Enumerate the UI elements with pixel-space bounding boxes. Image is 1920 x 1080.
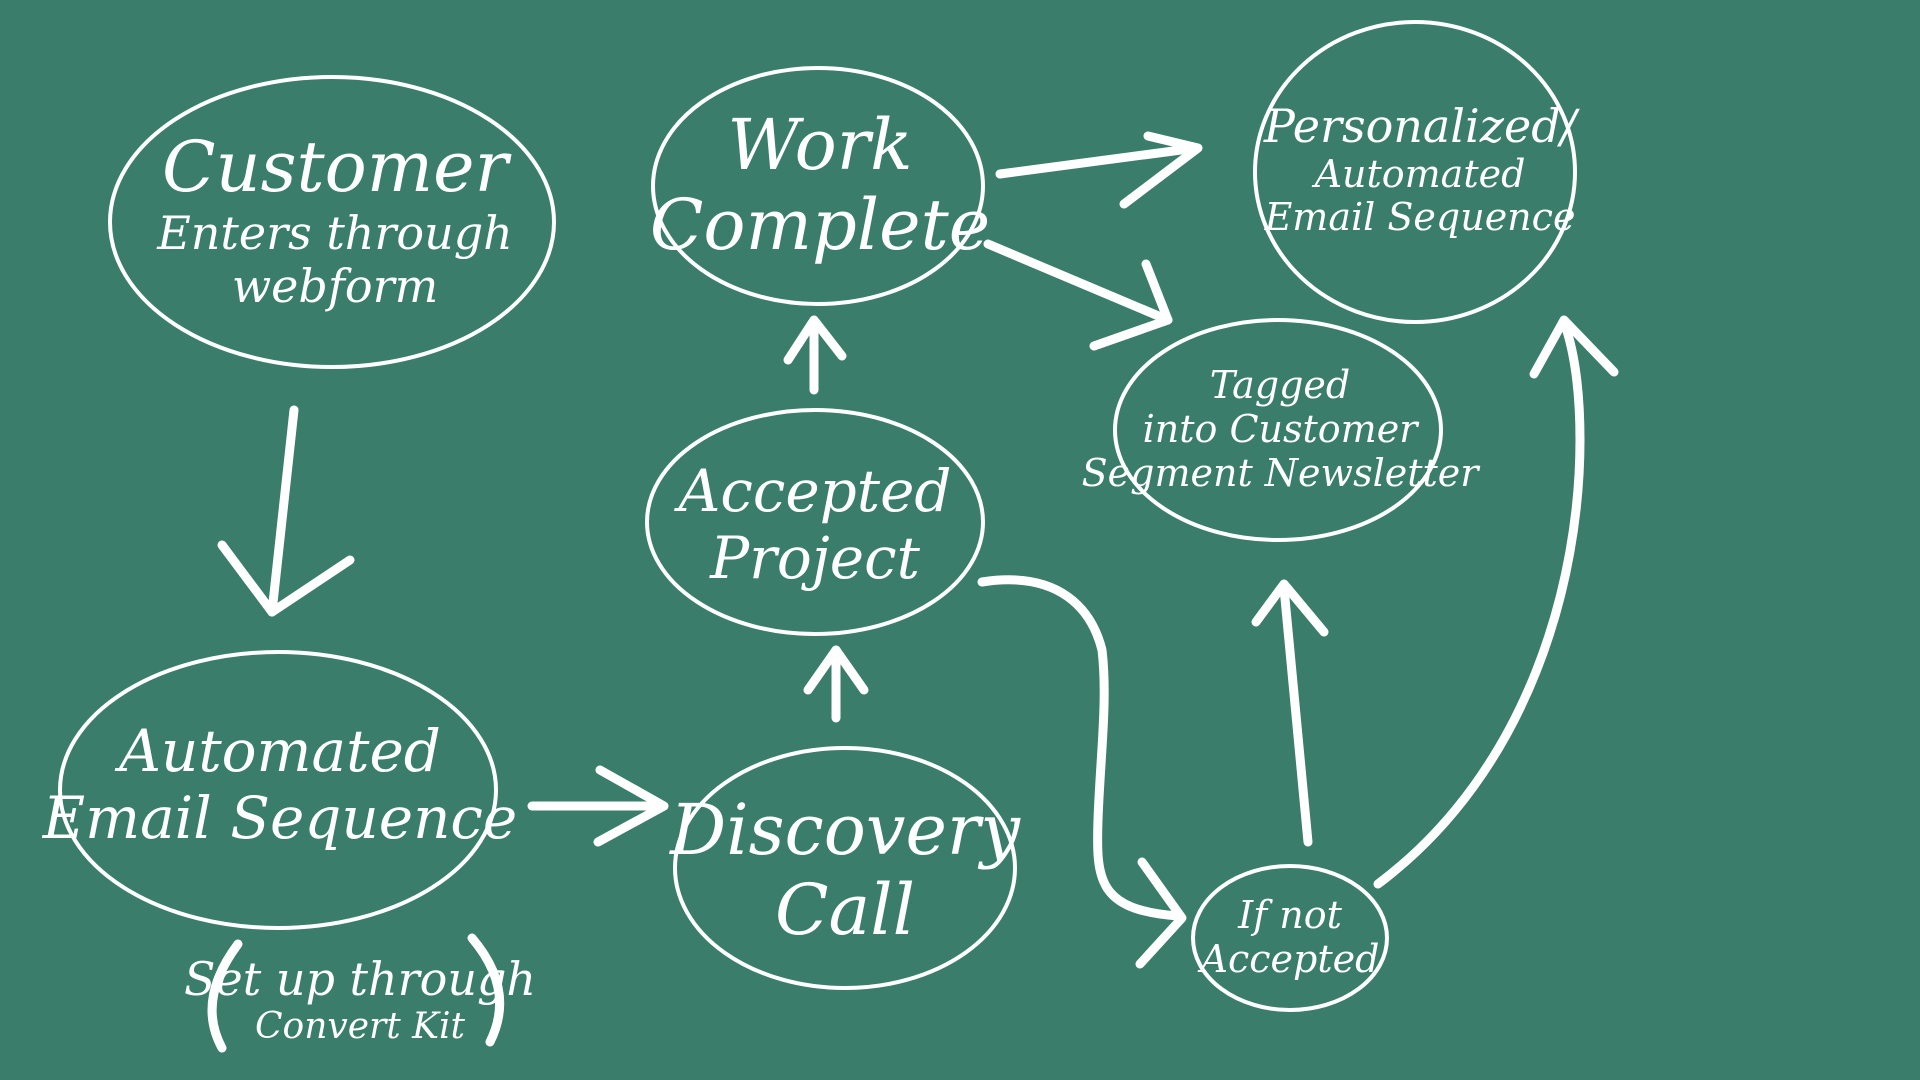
setup-note: Set up through Convert Kit bbox=[184, 945, 536, 1055]
node-personalized-email: Personalized/ Automated Email Sequence bbox=[1264, 75, 1576, 265]
arrow-if-not-to-tagged bbox=[1251, 579, 1329, 847]
personalized-email-line2: Automated bbox=[1314, 151, 1526, 196]
arrow-customer-to-automated-email bbox=[217, 405, 355, 617]
node-accepted-project: Accepted Project bbox=[678, 450, 952, 600]
node-if-not-accepted: If not Accepted bbox=[1201, 885, 1380, 990]
arrow-if-not-to-personalized bbox=[1373, 315, 1619, 889]
customer-enters-line1: Customer bbox=[161, 125, 509, 208]
personalized-email-line1: Personalized/ bbox=[1263, 98, 1577, 153]
node-automated-email-outline bbox=[58, 650, 498, 930]
if-not-accepted-line2: Accepted bbox=[1200, 936, 1380, 981]
tagged-newsletter-line2: into Customer bbox=[1142, 407, 1418, 452]
automated-email-line2: Email Sequence bbox=[42, 784, 518, 852]
node-customer-enters: Customer Enters through webform bbox=[150, 120, 520, 320]
customer-enters-line2: Enters through bbox=[157, 206, 513, 261]
accepted-project-line1: Accepted bbox=[678, 457, 952, 526]
work-complete-line1: Work bbox=[727, 103, 913, 186]
node-if-not-accepted-outline bbox=[1191, 864, 1389, 1012]
setup-note-line2: Convert Kit bbox=[254, 1005, 466, 1047]
node-customer-enters-outline bbox=[108, 75, 556, 369]
setup-note-line1: Set up through bbox=[183, 951, 537, 1006]
node-automated-email: Automated Email Sequence bbox=[43, 700, 517, 870]
node-discovery-call-outline bbox=[673, 746, 1017, 990]
if-not-accepted-line1: If not bbox=[1238, 892, 1342, 937]
discovery-call-line2: Call bbox=[774, 869, 916, 951]
tagged-newsletter-line1: Tagged bbox=[1209, 363, 1351, 408]
node-work-complete-outline bbox=[651, 66, 985, 306]
arrow-work-complete-to-tagged bbox=[983, 239, 1173, 351]
arrow-accepted-to-if-not-accepted bbox=[977, 575, 1187, 969]
accepted-project-line2: Project bbox=[710, 524, 920, 592]
node-personalized-email-outline bbox=[1253, 20, 1577, 324]
discovery-call-line1: Discovery bbox=[670, 788, 1020, 871]
node-work-complete: Work Complete bbox=[650, 95, 990, 275]
setup-note-right-paren bbox=[467, 933, 505, 1047]
work-complete-line2: Complete bbox=[649, 184, 991, 266]
node-tagged-newsletter: Tagged into Customer Segment Newsletter bbox=[1082, 355, 1479, 505]
arrow-work-complete-to-personalized bbox=[995, 131, 1203, 209]
personalized-email-line3: Email Sequence bbox=[1264, 195, 1576, 240]
setup-note-left-paren bbox=[207, 939, 243, 1053]
arrow-automated-email-to-discovery-call bbox=[527, 765, 669, 847]
node-accepted-project-outline bbox=[645, 408, 985, 636]
arrow-accepted-to-work-complete bbox=[783, 315, 847, 395]
customer-enters-line3: webform bbox=[231, 259, 439, 314]
tagged-newsletter-line3: Segment Newsletter bbox=[1081, 450, 1479, 495]
arrow-discovery-to-accepted bbox=[803, 645, 869, 723]
node-discovery-call: Discovery Call bbox=[670, 780, 1020, 960]
automated-email-line1: Automated bbox=[119, 717, 441, 786]
node-tagged-newsletter-outline bbox=[1113, 318, 1443, 542]
